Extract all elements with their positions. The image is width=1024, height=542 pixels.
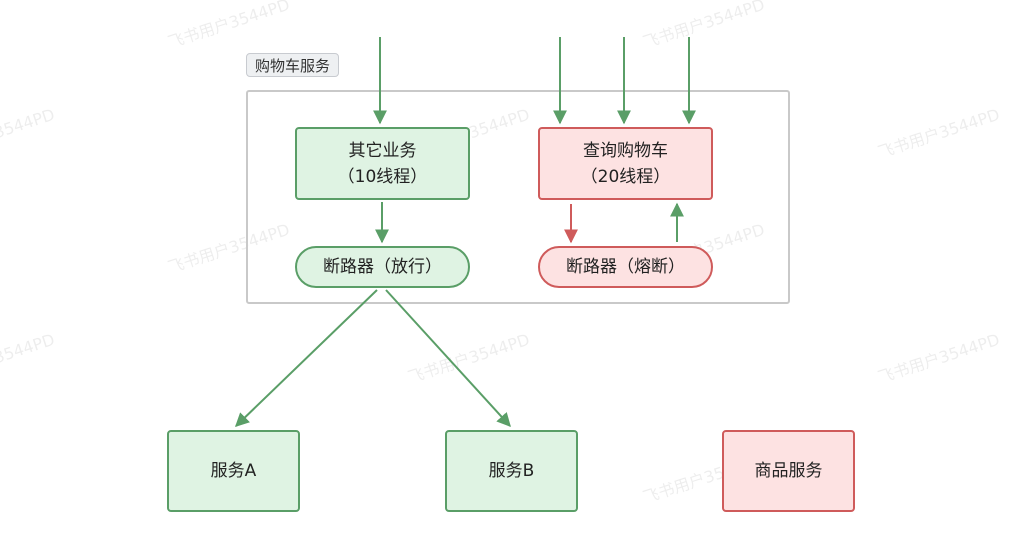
watermark-text: 飞书用户3544PD <box>875 329 1003 388</box>
watermark-text: 飞书用户3544PD <box>875 104 1003 163</box>
node-service-a-label: 服务A <box>210 461 257 481</box>
node-query-cart-threads: （20线程） <box>580 166 671 187</box>
node-product-service[interactable]: 商品服务 <box>722 430 855 512</box>
watermark-text: 飞书用户3544PD <box>405 329 533 388</box>
node-service-b-label: 服务B <box>488 461 535 481</box>
group-label-cart-service: 购物车服务 <box>246 53 340 77</box>
node-other-business[interactable]: 其它业务 （10线程） <box>295 127 470 200</box>
group-box-cart-service <box>246 90 790 304</box>
node-other-business-threads: （10线程） <box>337 166 428 187</box>
watermark-text: 飞书用户3544PD <box>640 0 768 53</box>
node-query-cart-title: 查询购物车 <box>583 140 668 161</box>
node-query-cart[interactable]: 查询购物车 （20线程） <box>538 127 713 200</box>
arrow-breaker-to-service-b <box>385 289 511 428</box>
node-breaker-open[interactable]: 断路器（放行） <box>295 246 470 288</box>
watermark-text: 飞书用户3544PD <box>165 0 293 53</box>
node-product-service-label: 商品服务 <box>754 461 823 481</box>
node-breaker-tripped-label: 断路器（熔断） <box>566 257 685 277</box>
node-breaker-open-label: 断路器（放行） <box>323 257 442 277</box>
watermark-text: 飞书用户3544PD <box>0 104 58 163</box>
arrow-breaker-to-service-a <box>234 289 378 427</box>
node-service-a[interactable]: 服务A <box>167 430 300 512</box>
watermark-text: 飞书用户3544PD <box>0 329 58 388</box>
node-other-business-title: 其它业务 <box>348 140 417 161</box>
node-service-b[interactable]: 服务B <box>445 430 578 512</box>
node-breaker-tripped[interactable]: 断路器（熔断） <box>538 246 713 288</box>
